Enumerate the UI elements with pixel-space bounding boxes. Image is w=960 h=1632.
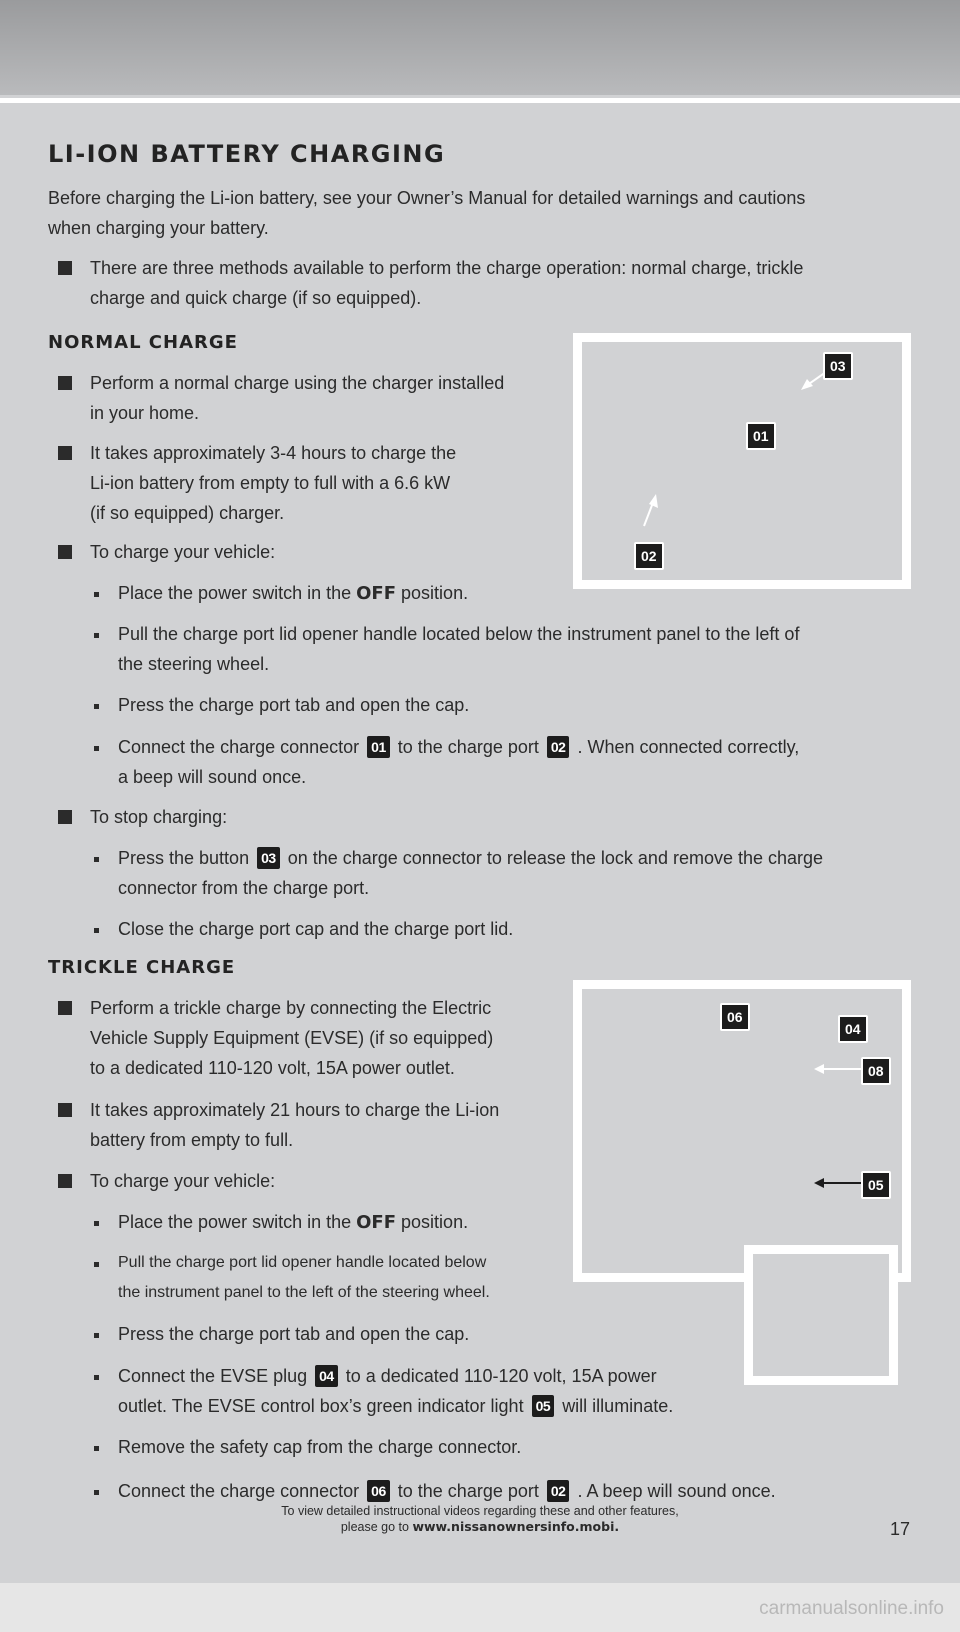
callout-badge-04: 04 <box>315 1365 338 1387</box>
callout-badge-02: 02 <box>546 1480 570 1502</box>
sub-bullet-dot <box>94 1375 99 1380</box>
normal-bullet-4: To stop charging: <box>90 807 228 827</box>
trickle-bullet-2: It takes approximately 21 hours to charg… <box>90 1100 500 1150</box>
page-number: 17 <box>890 1519 911 1539</box>
normal-step-6: Close the charge port cap and the charge… <box>118 919 514 939</box>
methods-text: There are three methods available to per… <box>90 258 804 308</box>
sub-bullet-dot <box>94 633 99 638</box>
trickle-step-4: Connect the EVSE plug 04 to a dedicated … <box>118 1365 674 1417</box>
arrow-head <box>814 1064 824 1074</box>
bullet-square <box>58 810 72 824</box>
trickle-charge-heading: TRICKLE CHARGE <box>48 957 236 978</box>
normal-step-2: Pull the charge port lid opener handle l… <box>118 624 800 674</box>
callout-badge-03: 03 <box>257 847 280 869</box>
callout-badge-06: 06 <box>367 1480 390 1502</box>
sub-bullet-dot <box>94 857 99 862</box>
bottom-band <box>0 1583 960 1632</box>
footer-note: To view detailed instructional videos re… <box>281 1504 679 1534</box>
bullet-square <box>58 545 72 559</box>
sub-bullet-dot <box>94 928 99 933</box>
arrow-head <box>649 494 658 508</box>
evse-inset-figure <box>744 1245 898 1385</box>
figure-arrows <box>814 1064 862 1188</box>
bullet-square <box>58 1001 72 1015</box>
trickle-step-3: Press the charge port tab and open the c… <box>118 1324 470 1344</box>
footer-link[interactable]: www.nissanownersinfo.mobi. <box>412 1519 620 1534</box>
trickle-step-1: Place the power switch in the OFF positi… <box>118 1212 469 1233</box>
sub-bullet-dot <box>94 1446 99 1451</box>
trickle-step-6: Connect the charge connector 06 to the c… <box>118 1480 776 1502</box>
sub-bullet-dot <box>94 1490 99 1495</box>
sub-bullet-dot <box>94 1333 99 1338</box>
callout-label-08: 08 <box>861 1057 891 1085</box>
callout-badge-02: 02 <box>546 736 570 758</box>
bullet-square <box>58 446 72 460</box>
callout-label-05: 05 <box>861 1171 891 1199</box>
bullet-square <box>58 1103 72 1117</box>
normal-step-4: Connect the charge connector 01 to the c… <box>118 736 800 787</box>
header-band <box>0 0 960 95</box>
watermark: carmanualsonline.info <box>759 1598 944 1619</box>
callout-label-01: 01 <box>746 422 776 450</box>
trickle-bullet-3: To charge your vehicle: <box>90 1171 276 1191</box>
header-divider <box>0 98 960 103</box>
callout-label-03: 03 <box>823 352 853 380</box>
normal-bullet-2: It takes approximately 3-4 hours to char… <box>90 443 457 523</box>
normal-bullet-1: Perform a normal charge using the charge… <box>90 373 505 423</box>
arrow-head <box>814 1178 824 1188</box>
intro-text: Before charging the Li-ion battery, see … <box>48 188 806 238</box>
bullet-square <box>58 376 72 390</box>
trickle-charge-figure: 06 04 08 05 <box>573 980 911 1282</box>
sub-bullet-dot <box>94 592 99 597</box>
sub-bullet-dot <box>94 1221 99 1226</box>
normal-charge-heading: NORMAL CHARGE <box>48 332 238 353</box>
page-title: LI-ION BATTERY CHARGING <box>48 140 446 168</box>
sub-bullet-dot <box>94 746 99 751</box>
normal-charge-figure: 03 01 02 <box>573 333 911 589</box>
callout-badge-05: 05 <box>531 1395 555 1417</box>
normal-step-1: Place the power switch in the OFF positi… <box>118 583 469 604</box>
callout-badge-01: 01 <box>367 736 390 758</box>
bullet-square <box>58 1174 72 1188</box>
trickle-step-5: Remove the safety cap from the charge co… <box>118 1437 522 1457</box>
callout-label-06: 06 <box>720 1003 750 1031</box>
trickle-bullet-1: Perform a trickle charge by connecting t… <box>90 998 494 1078</box>
trickle-step-2: Pull the charge port lid opener handle l… <box>118 1254 490 1301</box>
callout-label-02: 02 <box>634 542 664 570</box>
normal-step-5: Press the button 03 on the charge connec… <box>118 847 824 898</box>
normal-bullet-3: To charge your vehicle: <box>90 542 276 562</box>
figure-arrows <box>643 371 827 527</box>
callout-label-04: 04 <box>838 1015 868 1043</box>
sub-bullet-dot <box>94 1262 99 1267</box>
bullet-square <box>58 261 72 275</box>
sub-bullet-dot <box>94 704 99 709</box>
normal-step-3: Press the charge port tab and open the c… <box>118 695 470 715</box>
arrow-head <box>801 379 813 390</box>
